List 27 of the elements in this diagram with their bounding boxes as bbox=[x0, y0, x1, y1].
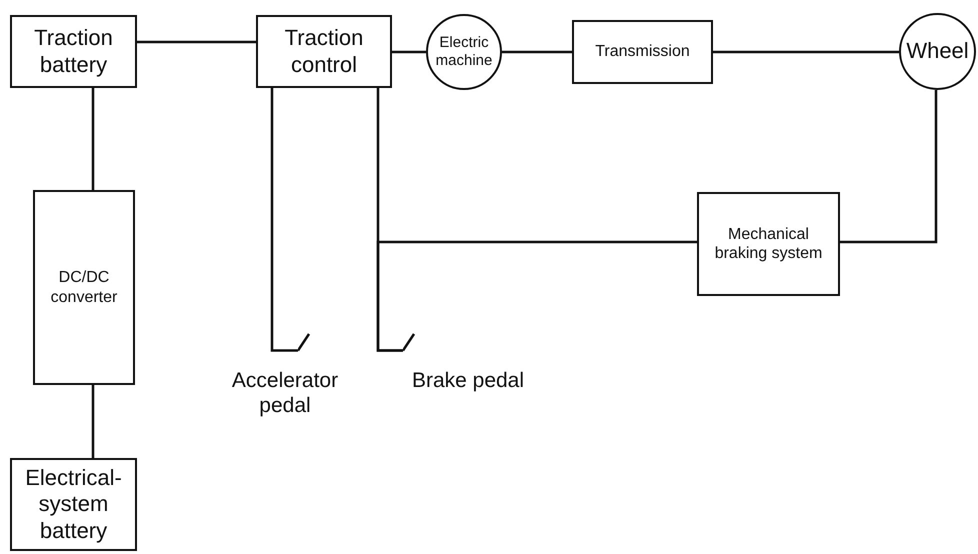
process-box bbox=[10, 458, 137, 551]
node-label: Mechanical braking system bbox=[714, 224, 824, 264]
connector-line bbox=[502, 50, 572, 54]
node-label: Wheel bbox=[906, 38, 969, 65]
node-label: Electrical-system battery bbox=[25, 464, 122, 544]
connector-line bbox=[392, 50, 426, 54]
process-box bbox=[33, 190, 135, 385]
process-box bbox=[10, 15, 137, 88]
connector-line bbox=[92, 385, 94, 458]
connector-line bbox=[270, 88, 298, 352]
node-label: Traction control bbox=[284, 25, 364, 78]
pedal-symbol bbox=[298, 333, 310, 352]
node-label: DC/DC converter bbox=[50, 268, 118, 307]
node-label: Electric machine bbox=[434, 34, 494, 70]
connector-line bbox=[137, 40, 256, 44]
pedal-symbol bbox=[403, 333, 415, 352]
connector-line bbox=[92, 88, 94, 190]
node-label: Transmission bbox=[595, 42, 690, 62]
pedal-label: Accelerator pedal bbox=[230, 368, 340, 418]
process-box bbox=[256, 15, 392, 88]
connector-line bbox=[713, 50, 899, 54]
connector-line bbox=[840, 90, 938, 244]
process-box bbox=[697, 192, 840, 296]
pedal-label: Brake pedal bbox=[410, 368, 526, 394]
process-box bbox=[572, 20, 713, 84]
connector-line bbox=[376, 240, 697, 352]
node-label: Traction battery bbox=[33, 25, 114, 78]
